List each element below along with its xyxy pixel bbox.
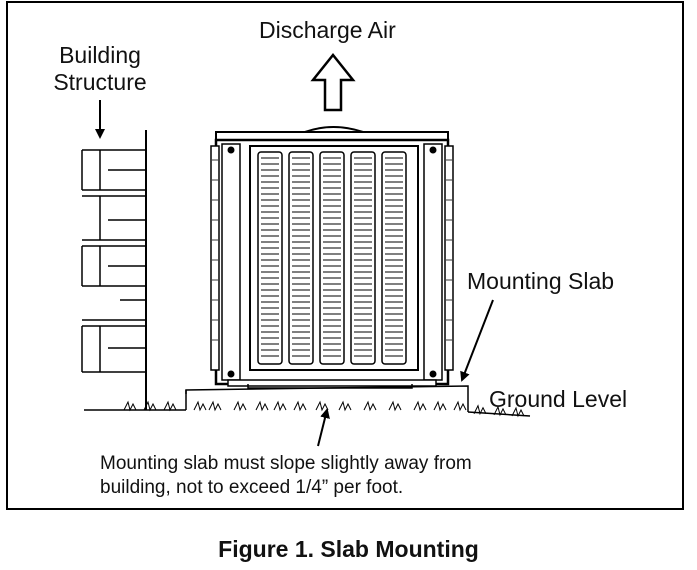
grass-tuft xyxy=(433,400,447,412)
grass-tuft xyxy=(233,400,247,412)
building-structure-label: Building Structure xyxy=(40,42,160,96)
building-wall xyxy=(81,130,147,410)
slab-arrow xyxy=(460,299,494,382)
grass-tuft xyxy=(123,400,137,412)
figure-frame xyxy=(6,1,684,510)
discharge-arrow xyxy=(310,52,356,112)
mounting-slab-label: Mounting Slab xyxy=(467,268,615,294)
grass-tuft xyxy=(255,400,269,412)
grass-tuft xyxy=(453,400,467,412)
slope-note: Mounting slab must slope slightly away f… xyxy=(100,452,570,500)
building-label-line2: Structure xyxy=(53,69,147,95)
ground-line xyxy=(84,409,531,417)
grass-tuft xyxy=(293,400,307,412)
slope-note-line2: building, not to exceed 1/4” per foot. xyxy=(100,477,404,498)
grass-tuft xyxy=(493,405,507,417)
grass-tuft xyxy=(273,400,287,412)
grass-tuft xyxy=(363,400,377,412)
grass-tuft xyxy=(511,406,525,418)
grass-tuft xyxy=(143,400,157,412)
grass-tuft xyxy=(338,400,352,412)
grass xyxy=(123,400,525,418)
discharge-air-label: Discharge Air xyxy=(259,17,396,43)
slope-note-arrow xyxy=(317,408,330,447)
grass-tuft xyxy=(163,400,177,412)
ground-level-label: Ground Level xyxy=(489,386,628,412)
figure-caption: Figure 1. Slab Mounting xyxy=(218,536,479,562)
building-label-line1: Building xyxy=(59,42,141,68)
louver-grille xyxy=(257,151,407,365)
slope-note-line1: Mounting slab must slope slightly away f… xyxy=(100,453,472,474)
grass-tuft xyxy=(473,404,487,416)
grass-tuft xyxy=(388,400,402,412)
grass-tuft xyxy=(193,400,207,412)
brick-pattern xyxy=(81,149,146,372)
grass-tuft xyxy=(315,400,329,412)
grass-tuft xyxy=(208,400,222,412)
ac-unit xyxy=(210,126,454,389)
grass-tuft xyxy=(413,400,427,412)
